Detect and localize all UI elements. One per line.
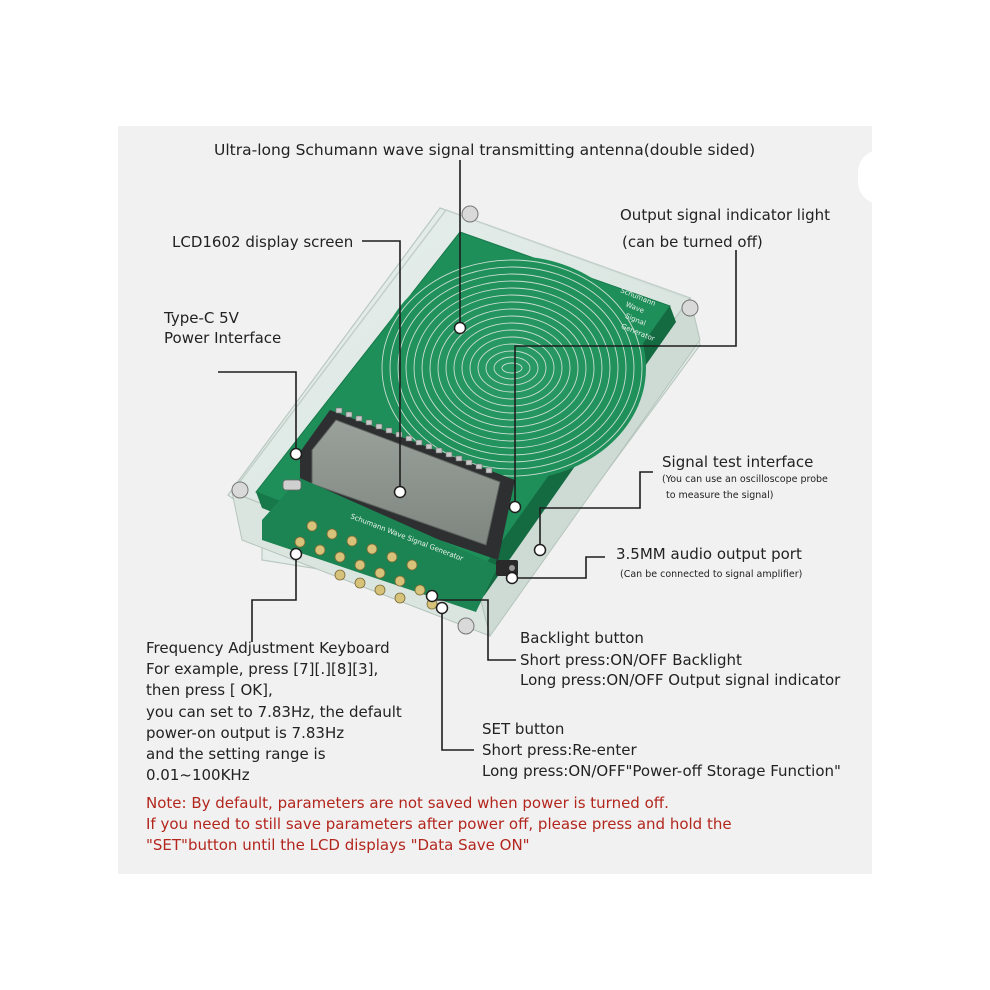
note-block: Note: By default, parameters are not sav… [146, 793, 866, 856]
keyboard-label-line: Frequency Adjustment Keyboard [146, 639, 390, 657]
callout-dots [289, 321, 547, 615]
keyboard-label-line: then press [ OK], [146, 681, 273, 699]
set-label-line2: Short press:Re-enter [482, 741, 637, 759]
antenna-label: Ultra-long Schumann wave signal transmit… [214, 141, 756, 159]
set-label-line1: SET button [482, 720, 565, 738]
pin-header [335, 407, 493, 474]
note-line1: Note: By default, parameters are not sav… [146, 794, 669, 812]
edge-highlight [858, 150, 902, 204]
signal-test-sub2: to measure the signal) [666, 490, 774, 501]
audio-port-label: 3.5MM audio output port [616, 545, 802, 563]
backlight-label-line2: Short press:ON/OFF Backlight [520, 651, 742, 669]
indicator-label-line2: (can be turned off) [622, 233, 763, 251]
note-line2: If you need to still save parameters aft… [146, 815, 732, 833]
indicator-label-line1: Output signal indicator light [620, 206, 831, 224]
typec-label-line2: Power Interface [164, 329, 282, 347]
keyboard-label-line: For example, press [7][.][8][3], [146, 660, 379, 678]
usb-c-port [282, 479, 302, 491]
note-line3: "SET"button until the LCD displays "Data… [146, 836, 530, 854]
backlight-label-line3: Long press:ON/OFF Output signal indicato… [520, 671, 841, 689]
backlight-label-line1: Backlight button [520, 629, 644, 647]
keyboard-label-line: and the setting range is [146, 745, 326, 763]
keyboard-label-line: you can set to 7.83Hz, the default [146, 703, 402, 721]
signal-test-sub1: (You can use an oscilloscope probe [662, 474, 828, 485]
audio-port-sub: (Can be connected to signal amplifier) [620, 569, 803, 580]
lcd-label: LCD1602 display screen [172, 233, 354, 251]
keyboard-label-line: 0.01~100KHz [146, 766, 250, 784]
keypad-buttons [294, 520, 438, 610]
keyboard-label-line: power-on output is 7.83Hz [146, 724, 345, 742]
typec-label-line1: Type-C 5V [164, 309, 239, 327]
spiral-antenna [378, 256, 646, 480]
set-label-line3: Long press:ON/OFF"Power-off Storage Func… [482, 762, 841, 780]
corner-screws [231, 205, 699, 635]
signal-test-label: Signal test interface [662, 453, 814, 471]
lcd-module [300, 407, 515, 560]
leader-lines [218, 160, 737, 751]
